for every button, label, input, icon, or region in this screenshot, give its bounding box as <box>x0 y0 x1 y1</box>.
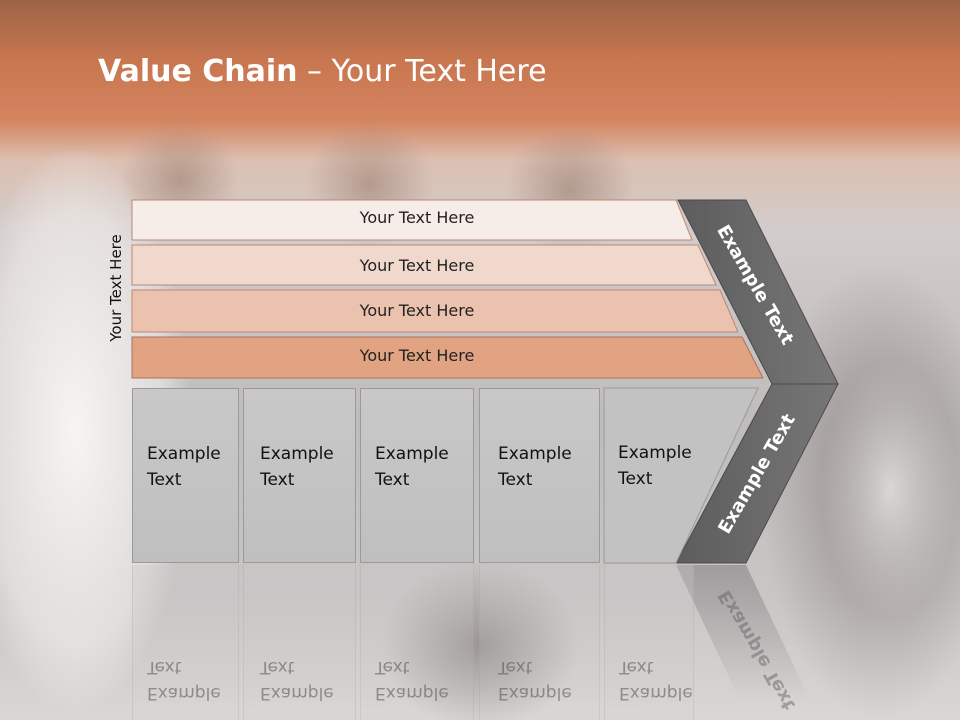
reflection-text: Example Text <box>619 654 693 706</box>
slide-title-bold: Value Chain <box>98 54 298 89</box>
column-text-line1: Example <box>147 444 221 464</box>
photo-background-highlight <box>820 360 960 620</box>
bar-label-4: Your Text Here <box>359 346 475 365</box>
bar-label-2: Your Text Here <box>359 256 475 275</box>
reflection-line1: Example <box>619 683 693 703</box>
reflection-line2: Text <box>619 657 654 677</box>
process-bar-1[interactable] <box>131 199 693 241</box>
column-reflection: Example Text <box>243 565 356 720</box>
reflection-line2: Text <box>375 657 410 677</box>
column-reflection: Example Text <box>604 565 694 720</box>
reflection-text: Example Text <box>260 654 355 706</box>
slide-title: Value Chain – Your Text Here <box>98 54 547 89</box>
column-text-line1: Example <box>618 443 692 463</box>
column-reflection: Example Text <box>132 565 239 720</box>
chevron-bottom[interactable] <box>675 383 839 564</box>
process-bar-4[interactable] <box>131 336 764 379</box>
column-text-line1: Example <box>375 444 449 464</box>
chevron-reflection <box>676 565 810 700</box>
reflection-line1: Example <box>498 683 572 703</box>
bar-label-1: Your Text Here <box>359 208 475 227</box>
process-bar-3[interactable] <box>131 289 739 333</box>
column-text-line1: Example <box>260 444 334 464</box>
reflection-text: Example Text <box>375 654 471 706</box>
column-text-line2: Text <box>618 469 653 489</box>
column-text-line2: Text <box>147 470 182 490</box>
photo-background-shadow <box>380 560 580 720</box>
column-5-arrow-edge <box>603 387 759 564</box>
reflection-line1: Example <box>260 683 334 703</box>
column-reflection: Example Text <box>479 565 600 720</box>
column-reflection: Example Text <box>360 565 474 720</box>
reflection-line2: Text <box>260 657 295 677</box>
bar-label-3: Your Text Here <box>359 301 475 320</box>
column-text-line2: Text <box>260 470 295 490</box>
slide-title-rest: – Your Text Here <box>297 54 547 89</box>
reflection-line1: Example <box>147 683 221 703</box>
reflection-line2: Text <box>147 657 182 677</box>
column-text-line2: Text <box>375 470 410 490</box>
reflection-line1: Example <box>375 683 449 703</box>
column-text-line2: Text <box>498 470 533 490</box>
column-text-line1: Example <box>498 444 572 464</box>
reflection-text: Example Text <box>498 654 594 706</box>
process-bar-2[interactable] <box>131 244 717 286</box>
reflection-line2: Text <box>498 657 533 677</box>
reflection-text: Example Text <box>147 654 238 706</box>
